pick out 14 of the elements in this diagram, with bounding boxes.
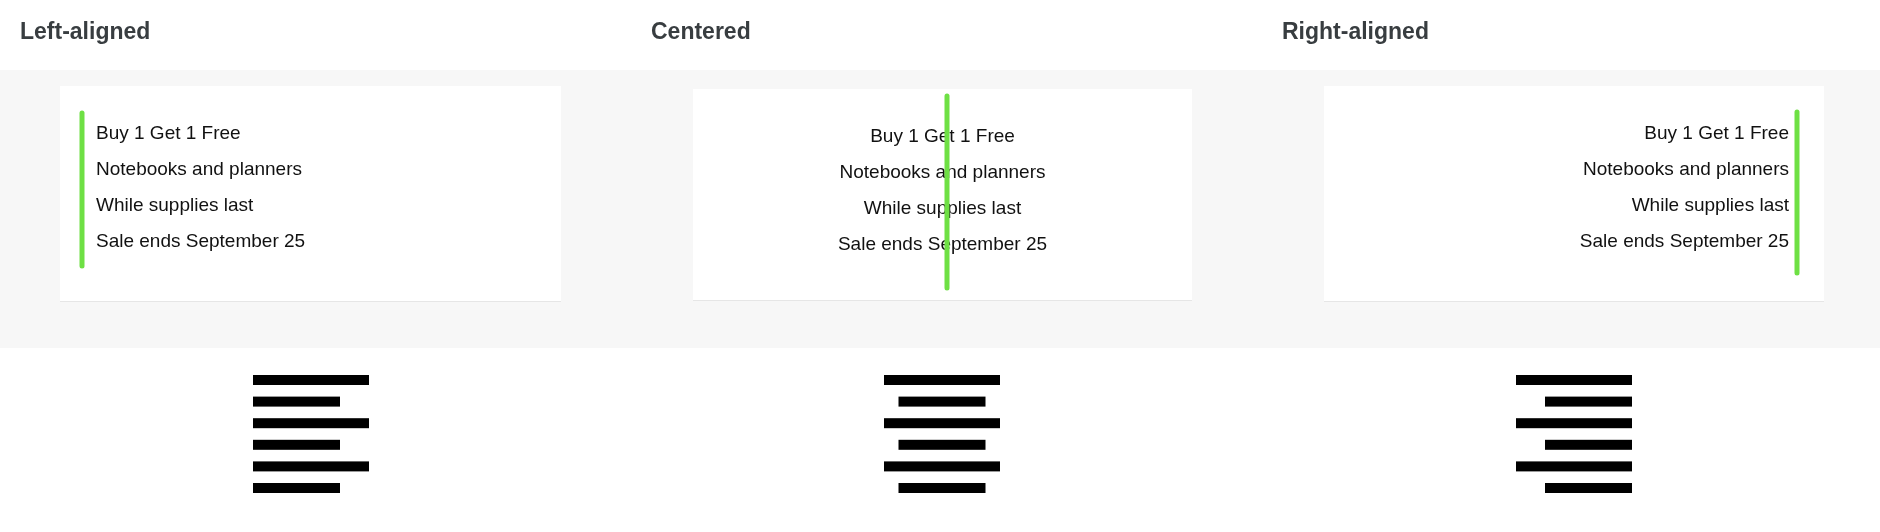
- text-line: Sale ends September 25: [96, 230, 306, 252]
- card: [60, 86, 561, 302]
- text-line: Sale ends September 25: [1579, 230, 1789, 252]
- heading: Left-aligned: [20, 18, 151, 45]
- heading: Right-aligned: [1282, 18, 1429, 45]
- text-line: While supplies last: [1631, 194, 1789, 216]
- heading: Centered: [651, 18, 751, 45]
- text-line: Notebooks and planners: [1583, 158, 1789, 180]
- text-line: While supplies last: [96, 194, 254, 216]
- text-line: Buy 1 Get 1 Free: [96, 122, 241, 144]
- card: [1324, 86, 1824, 302]
- text-line: Buy 1 Get 1 Free: [1644, 122, 1789, 144]
- text-line: Notebooks and planners: [96, 158, 302, 180]
- card: [693, 89, 1192, 301]
